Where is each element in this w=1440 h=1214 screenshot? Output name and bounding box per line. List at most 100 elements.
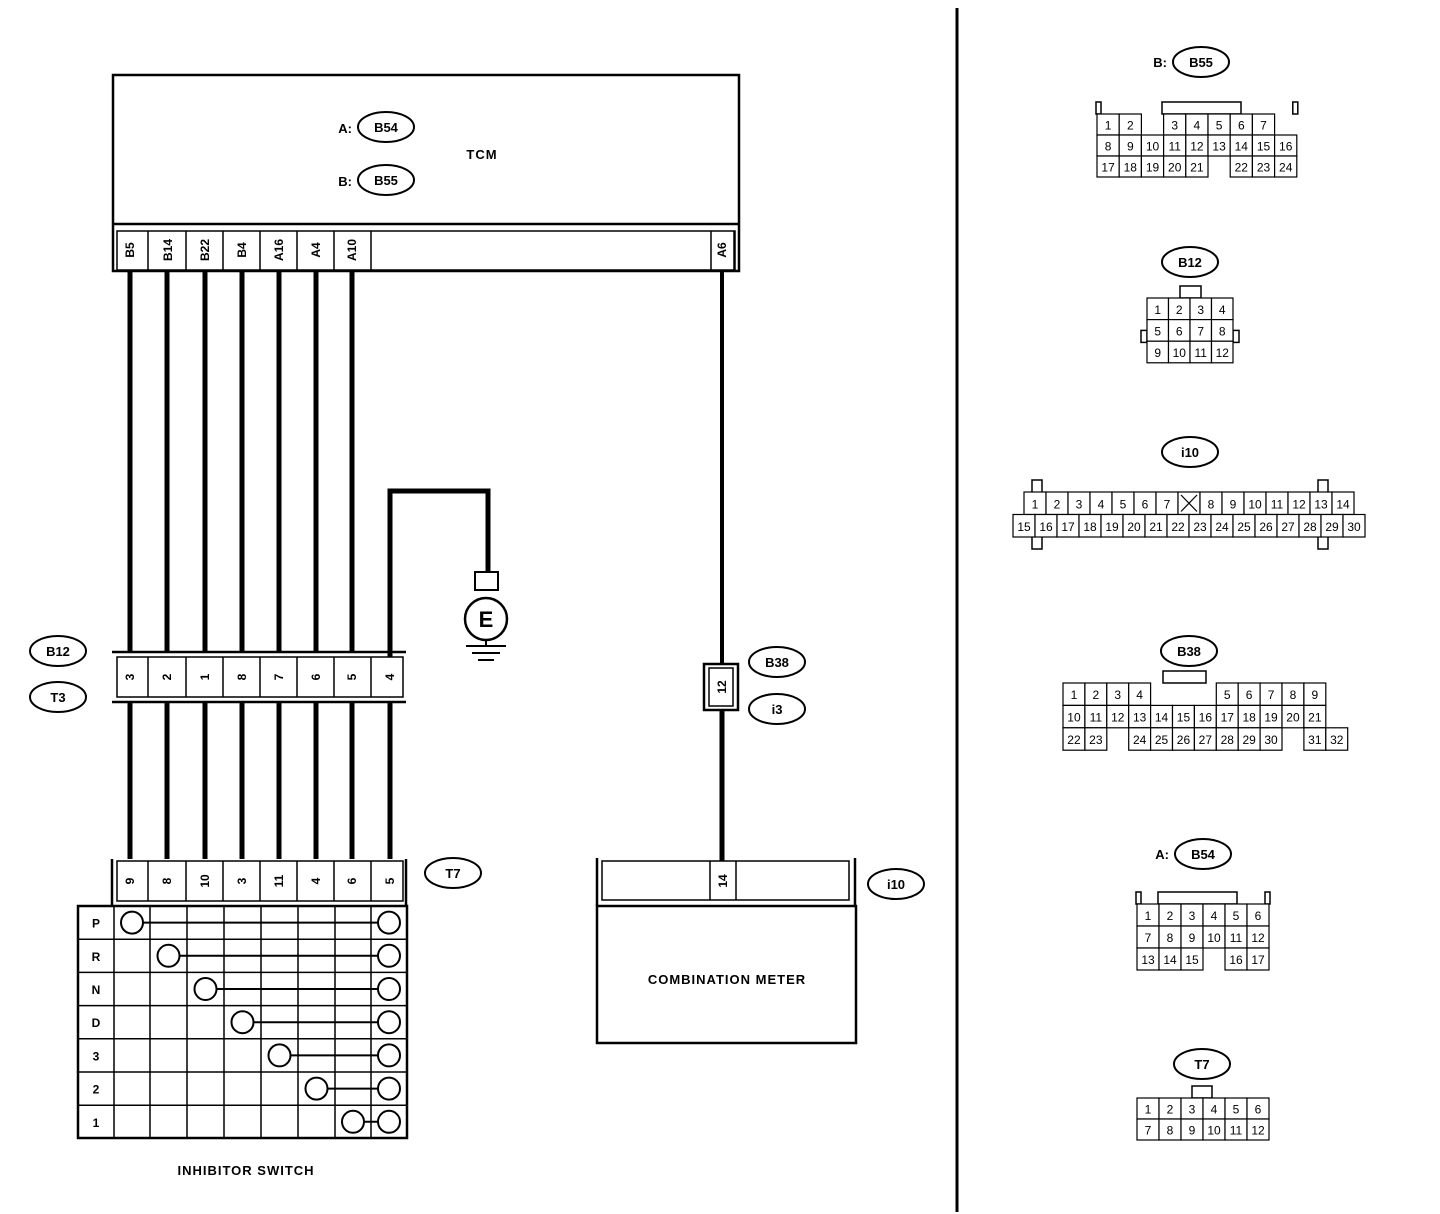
connector-cavity <box>1259 727 1283 751</box>
connector-cavity-number: 4 <box>1211 1103 1218 1117</box>
connector-cavity-number: 6 <box>1255 909 1262 923</box>
connector-cavity <box>1325 727 1349 751</box>
continuity-dot <box>377 1043 401 1068</box>
connector-cavity-number: 9 <box>1230 497 1237 511</box>
tcm-pin-label: A10 <box>345 239 359 261</box>
tcm-connector-bubble-a <box>357 111 415 143</box>
harness-connector-pin-label: 2 <box>160 673 174 680</box>
connector-cavity-number: 13 <box>1314 497 1328 511</box>
connector-cavity-number: 5 <box>1120 497 1127 511</box>
connector-cavity-number: 12 <box>1251 931 1265 945</box>
connector-cavity-number: 3 <box>1189 909 1196 923</box>
connector-cavity-number: 4 <box>1194 119 1201 133</box>
connector-cavity-number: 25 <box>1155 733 1169 747</box>
connector-cavity-number: 8 <box>1105 140 1112 154</box>
connector-cavity-number: 20 <box>1168 161 1182 175</box>
connector-view-prefix: A: <box>1155 847 1169 862</box>
tcm-pin-label: B14 <box>161 239 175 261</box>
connector-cavity-number: 16 <box>1199 711 1213 725</box>
connector-cavity-number: 17 <box>1101 161 1115 175</box>
connector-cavity-number: 16 <box>1039 520 1053 534</box>
connector-cavity-number: 15 <box>1177 711 1191 725</box>
combination-meter-pin: 14 <box>716 874 730 888</box>
continuity-dot <box>230 1010 255 1035</box>
connector-cavity-number: 18 <box>1083 520 1097 534</box>
connector-cavity-number: 5 <box>1154 324 1161 338</box>
connector-view-bubble <box>1160 635 1218 667</box>
inline-connector-bubble-1 <box>748 646 806 678</box>
inline-connector-bubble-2 <box>748 693 806 725</box>
harness-connector-pin-label: 7 <box>272 673 286 680</box>
harness-connector-pin-label: 8 <box>235 673 249 680</box>
connector-cavity-number: 17 <box>1221 711 1235 725</box>
continuity-dot <box>377 1109 401 1134</box>
connector-cavity-number: 26 <box>1259 520 1273 534</box>
inhibitor-switch-label: INHIBITOR SWITCH <box>177 1163 314 1178</box>
continuity-dot <box>377 943 401 968</box>
connector-cavity-number: 12 <box>1292 497 1306 511</box>
connector-cavity-number: 22 <box>1235 161 1249 175</box>
connector-cavity-number: 3 <box>1171 119 1178 133</box>
connector-cavity-number: 12 <box>1216 346 1230 360</box>
connector-cavity-number: 20 <box>1286 711 1300 725</box>
connector-cavity-number: 12 <box>1190 140 1204 154</box>
connector-cavity-number: 28 <box>1303 520 1317 534</box>
connector-cavity-number: 18 <box>1124 161 1138 175</box>
connector-cavity-number: 1 <box>1105 119 1112 133</box>
inhibitor-switch-pin-label: 11 <box>272 874 286 887</box>
connector-cavity-number: 10 <box>1067 711 1081 725</box>
connector-cavity-number: 25 <box>1237 520 1251 534</box>
connector-cavity-number: 19 <box>1146 161 1160 175</box>
inhibitor-switch-pin-label: 8 <box>160 877 174 884</box>
connector-cavity-number: 9 <box>1154 346 1161 360</box>
connector-cavity-number: 14 <box>1155 711 1169 725</box>
connector-cavity-number: 13 <box>1133 711 1147 725</box>
connector-cavity-number: 21 <box>1308 711 1322 725</box>
connector-cavity-number: 5 <box>1233 1103 1240 1117</box>
connector-cavity-number: 6 <box>1255 1103 1262 1117</box>
connector-cavity-number: 7 <box>1260 119 1267 133</box>
connector-cavity <box>1342 513 1366 538</box>
connector-view-bubble <box>1161 246 1219 278</box>
connector-cavity-number: 3 <box>1189 1103 1196 1117</box>
tcm-connector-prefix-b: B: <box>338 174 352 189</box>
wires <box>127 271 725 861</box>
tcm-label: TCM <box>466 147 497 162</box>
continuity-dot <box>377 1076 401 1101</box>
shift-position-label: D <box>92 1016 101 1030</box>
connector-cavity-number: 9 <box>1189 1124 1196 1138</box>
connector-cavity-number: 11 <box>1230 1124 1243 1138</box>
harness-connector-id-2: T3 <box>50 690 65 705</box>
connector-cavity-number: 32 <box>1330 733 1344 747</box>
continuity-dot <box>304 1076 329 1101</box>
connector-cavity-number: 8 <box>1208 497 1215 511</box>
connector-cavity-number: 1 <box>1032 497 1039 511</box>
harness-connector-pin-label: 5 <box>345 673 359 680</box>
connector-view-prefix: B: <box>1153 55 1167 70</box>
shift-position-label: R <box>92 950 101 964</box>
inhibitor-switch-pin-label: 6 <box>345 877 359 884</box>
connector-cavity-number: 7 <box>1145 1124 1152 1138</box>
continuity-dot <box>193 977 218 1001</box>
connector-cavity-number: 1 <box>1145 1103 1152 1117</box>
connector-cavity-number: 28 <box>1221 733 1235 747</box>
connector-cavity-number: 2 <box>1167 1103 1174 1117</box>
harness-connector-bubble-2 <box>29 681 87 713</box>
combination-meter-pin-strip <box>601 860 850 901</box>
connector-cavity-number: 7 <box>1268 688 1275 702</box>
connector-cavity-number: 5 <box>1216 119 1223 133</box>
connector-cavity-number: 10 <box>1207 931 1221 945</box>
connector-cavity-number: 5 <box>1224 688 1231 702</box>
connector-cavity-number: 6 <box>1246 688 1253 702</box>
connector-cavity-number: 10 <box>1207 1124 1221 1138</box>
connector-cavity-number: 16 <box>1279 140 1293 154</box>
tcm-pin-label: A4 <box>309 242 323 258</box>
connector-cavity-number: 6 <box>1176 324 1183 338</box>
connector-cavity-number: 31 <box>1308 733 1322 747</box>
combination-meter-label: COMBINATION METER <box>648 972 806 987</box>
inline-connector-id-2: i3 <box>772 702 783 717</box>
connector-cavity-number: 5 <box>1233 909 1240 923</box>
harness-connector-pin-label: 3 <box>123 673 137 680</box>
